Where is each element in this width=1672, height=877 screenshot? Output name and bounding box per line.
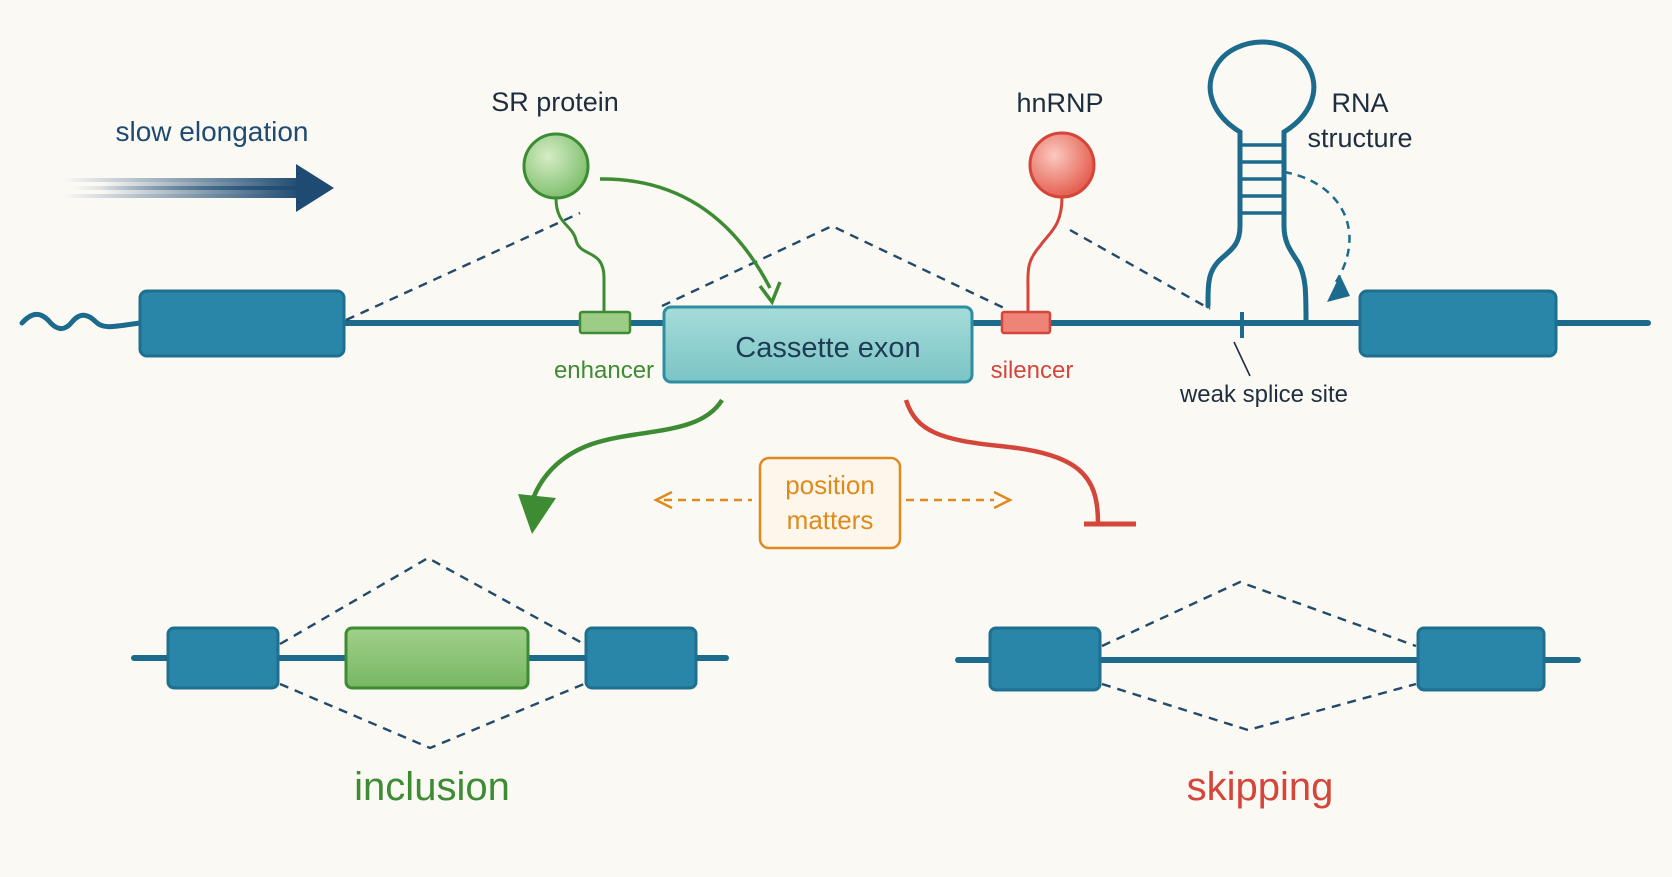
skipping-exon-right bbox=[1416, 626, 1546, 692]
inclusion-splice-arcs bbox=[279, 556, 585, 750]
inclusion-label: inclusion bbox=[354, 765, 510, 809]
activation-arrow bbox=[599, 177, 772, 289]
cassette-exon-label: Cassette exon bbox=[735, 332, 920, 364]
position-matters-label-line2: matters bbox=[787, 505, 874, 535]
rna-structure-label-line1: RNA bbox=[1331, 88, 1388, 118]
outcome-arrows bbox=[518, 398, 1136, 534]
inclusion-cassette-exon bbox=[344, 626, 530, 690]
weak-splice-site-leader bbox=[1233, 341, 1251, 377]
inclusion-product: inclusion bbox=[131, 556, 729, 809]
pre-mrna: Cassette exon bbox=[19, 289, 1651, 384]
five-prime-tail bbox=[19, 311, 143, 331]
position-matters-box bbox=[758, 456, 902, 550]
position-matters-label-line1: position bbox=[785, 470, 875, 500]
sr-protein-label: SR protein bbox=[491, 87, 619, 117]
rna-structure-group: RNA structure bbox=[1205, 39, 1413, 323]
upstream-exon bbox=[138, 289, 346, 358]
inclusion-exon-right bbox=[584, 626, 698, 690]
skipping-product: skipping bbox=[955, 580, 1581, 809]
sr-protein-group: SR protein enhancer bbox=[491, 87, 782, 384]
hnrnp-icon bbox=[1028, 131, 1096, 199]
skipping-label: skipping bbox=[1187, 765, 1334, 809]
silencer-label: silencer bbox=[991, 357, 1074, 384]
skipping-inhibition-arrow bbox=[903, 399, 1101, 524]
hnrnp-group: hnRNP silencer bbox=[991, 88, 1104, 384]
enhancer-element bbox=[578, 310, 632, 335]
rna-structure-label-line2: structure bbox=[1307, 123, 1412, 153]
enhancer-label: enhancer bbox=[554, 357, 654, 384]
skipping-splice-arcs bbox=[1101, 580, 1417, 732]
slow-elongation-label: slow elongation bbox=[115, 116, 308, 147]
hnrnp-label: hnRNP bbox=[1016, 88, 1103, 118]
cassette-exon bbox=[662, 305, 974, 384]
speed-arrow-icon bbox=[62, 164, 334, 212]
structure-effect-arrow bbox=[1283, 170, 1351, 283]
position-matters-group: position matters bbox=[653, 456, 1013, 550]
skipping-exon-left bbox=[988, 626, 1102, 692]
inclusion-arrow bbox=[527, 398, 724, 509]
sr-protein-tether bbox=[554, 197, 606, 313]
slow-elongation-group: slow elongation bbox=[62, 116, 334, 212]
silencer-element bbox=[1000, 310, 1052, 335]
weak-splice-site-group: weak splice site bbox=[1179, 312, 1348, 408]
sr-protein-icon bbox=[522, 132, 590, 200]
inclusion-exon-left bbox=[166, 626, 280, 690]
rna-hairpin-icon bbox=[1205, 39, 1317, 323]
inclusion-arrowhead bbox=[518, 494, 556, 534]
weak-splice-site-label: weak splice site bbox=[1179, 381, 1348, 408]
double-headed-arrow-icon bbox=[653, 490, 1013, 510]
top-splice-arcs bbox=[345, 211, 1211, 322]
downstream-exon bbox=[1358, 289, 1558, 358]
hnrnp-tether bbox=[1026, 196, 1064, 313]
